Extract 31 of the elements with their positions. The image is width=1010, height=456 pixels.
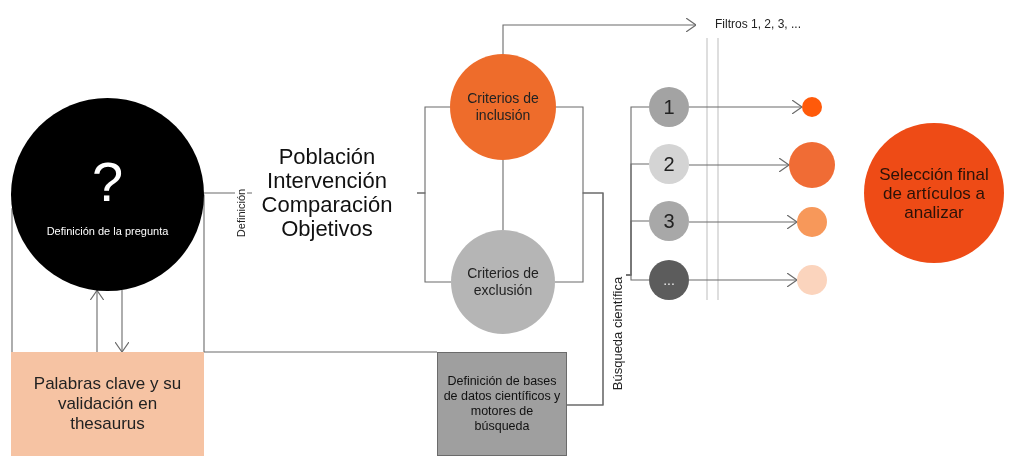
- connector-line: [203, 193, 205, 353]
- arrow: [502, 17, 697, 55]
- process-box: [437, 352, 567, 456]
- pico-text: Población Intervención Comparación Objetivos: [260, 145, 394, 241]
- connector-line: [502, 159, 504, 231]
- arrow: [688, 99, 803, 115]
- connector-line: [11, 207, 13, 353]
- node-label: Palabras clave y su validación en thesaurus: [32, 374, 183, 434]
- node-label: Selección final de artículos a analizar: [878, 164, 990, 222]
- process-box: [11, 352, 204, 456]
- question-mark: ?: [91, 151, 124, 212]
- node-label: 3: [663, 210, 675, 232]
- vertical-label: Búsqueda científica: [610, 276, 625, 391]
- connector-line: [203, 351, 438, 353]
- edge-label: Definición: [235, 186, 247, 240]
- node-label: Criterios de exclusión: [466, 265, 540, 299]
- filter-label: Filtros 1, 2, 3, ...: [715, 16, 801, 32]
- arrow: [688, 157, 790, 173]
- arrow: [688, 214, 798, 230]
- connector-line: [625, 274, 650, 281]
- arrow: [688, 272, 798, 288]
- node-label: ...: [663, 272, 675, 288]
- node-label: Definición de la pregunta: [46, 223, 169, 238]
- node-label: Criterios de inclusión: [466, 90, 540, 124]
- node-label: 1: [663, 96, 675, 118]
- node-label: 2: [663, 153, 675, 175]
- arrow: [89, 289, 105, 353]
- node-label: Definición de bases de datos científicos y motores de búsqueda: [442, 374, 562, 434]
- connector-line: [416, 192, 452, 283]
- connector-line: [554, 192, 604, 406]
- arrow: [114, 289, 130, 353]
